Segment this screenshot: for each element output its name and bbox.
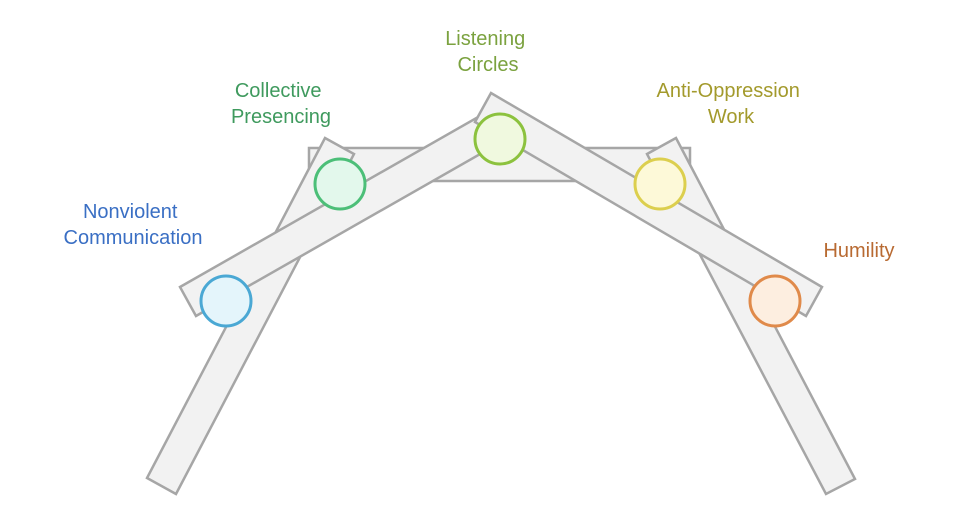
label-line: Presencing: [231, 106, 331, 128]
label-nonviolent-communication: Nonviolent Communication: [64, 201, 203, 249]
arch-labels: Nonviolent Communication Collective Pres…: [64, 28, 895, 262]
label-line: Communication: [64, 227, 203, 249]
label-line: Listening: [445, 28, 525, 50]
label-anti-oppression-work: Anti-Oppression Work: [657, 80, 806, 128]
label-listening-circles: Listening Circles: [445, 28, 531, 76]
label-collective-presencing: Collective Presencing: [231, 80, 331, 128]
label-line: Anti-Oppression: [657, 80, 800, 102]
node-listening-circles: [473, 112, 527, 166]
node-nonviolent-communication: [199, 274, 253, 328]
label-line: Work: [708, 106, 755, 128]
label-line: Humility: [823, 240, 894, 262]
label-line: Collective: [235, 80, 322, 102]
node-collective-presencing: [313, 157, 367, 211]
label-humility: Humility: [823, 240, 894, 262]
label-line: Circles: [457, 54, 518, 76]
label-line: Nonviolent: [83, 201, 178, 223]
arch-nodes: [199, 112, 802, 328]
node-humility: [748, 274, 802, 328]
node-anti-oppression-work: [633, 157, 687, 211]
